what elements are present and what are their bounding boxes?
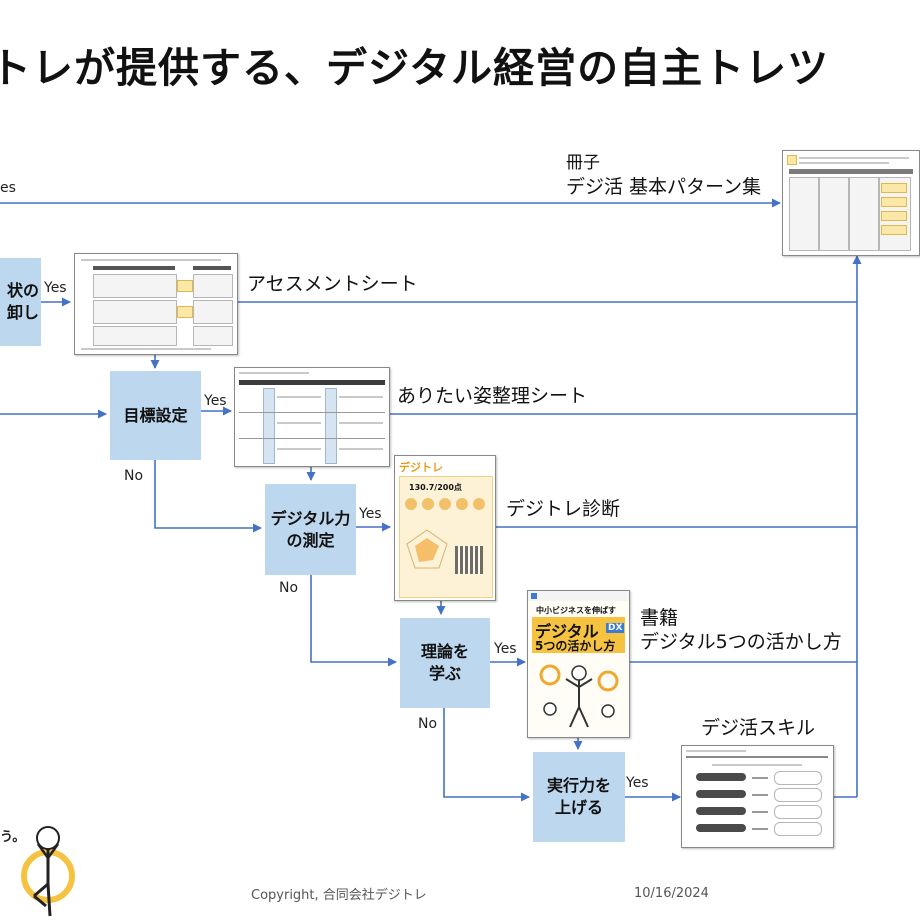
yes-label: Yes [359,506,382,522]
diagnosis-thumbnail: デジトレ 130.7/200点 [394,455,496,601]
book-title-line1: デジタル [535,622,599,641]
book-badge: DX [606,623,625,633]
book-title-line2: 5つの活かし方 [535,639,616,653]
book-cover-thumbnail: 中小ビジネスを伸ばす デジタル 5つの活かし方 DX [527,590,630,738]
mascot-speech: う。 [0,830,26,845]
book-illustration-icon [539,664,619,728]
yes-label: Yes [204,393,227,409]
arrow-step4-no [443,708,530,802]
output-pattern-book: 冊子 デジ活 基本パターン集 [566,153,762,198]
book-header: 中小ビジネスを伸ばす [536,606,616,615]
skill-thumbnail [681,745,834,848]
radar-chart-icon [406,529,448,569]
mascot-icon [21,826,75,917]
output-assessment-sheet: アセスメントシート [247,273,418,295]
step-measure-digital: デジタル力の測定 [265,484,356,575]
step-execute: 実行力を上げる [533,752,625,842]
output-skill: デジ活スキル [701,717,816,739]
top-yes-label: es [0,180,16,196]
no-label: No [279,580,299,596]
step-goal-setting: 目標設定 [110,371,201,460]
footer-date: 10/16/2024 [634,886,709,901]
step-inventory: 状の卸し [0,258,41,346]
output-book: 書籍 デジタル5つの活かし方 [640,607,842,653]
yes-label: Yes [44,280,67,296]
yes-label: Yes [494,641,517,657]
ideal-sheet-thumbnail [234,367,390,467]
arrow-step3-no [310,575,397,667]
output-diagnosis: デジトレ診断 [506,498,621,520]
diagnosis-logo: デジトレ [399,461,443,474]
page-title: トレが提供する、デジタル経営の自主トレツ [0,44,830,92]
diagnosis-score: 130.7/200点 [409,483,462,492]
no-label: No [418,716,438,732]
output-ideal-sheet: ありたい姿整理シート [397,385,588,407]
assessment-sheet-thumbnail [74,253,238,355]
pattern-book-thumbnail [782,150,920,256]
no-label: No [124,468,144,484]
arrow-step2-no [154,460,262,533]
footer-copyright: Copyright, 合同会社デジトレ [251,888,427,903]
step-learn-theory: 理論を学ぶ [400,618,490,708]
yes-label: Yes [626,775,649,791]
qr-code-icon [455,546,483,574]
